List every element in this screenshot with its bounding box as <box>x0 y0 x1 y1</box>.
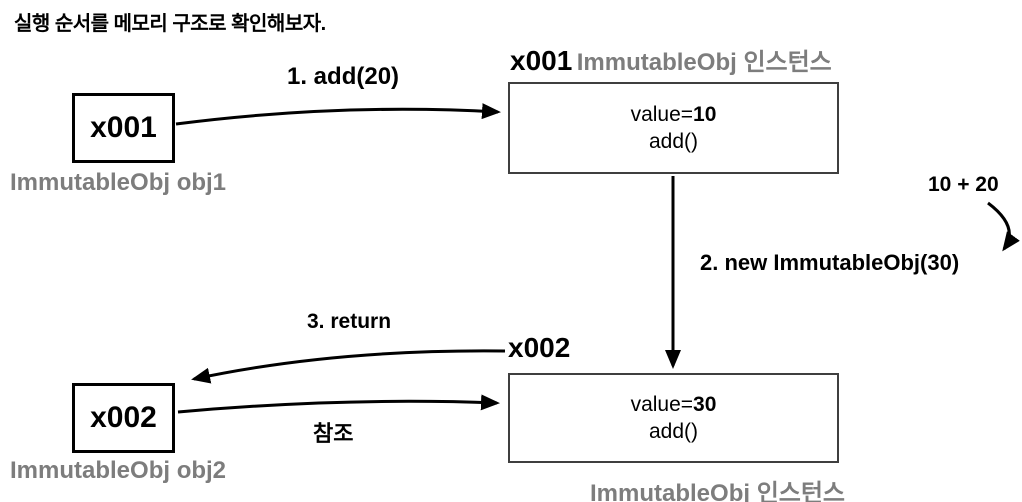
calc-label: 10 + 20 <box>928 173 999 196</box>
instance1-header-title: ImmutableObj 인스턴스 <box>576 49 832 76</box>
instance1-header-ref: x001 <box>510 45 573 76</box>
reference-box-obj1-label: x001 <box>90 111 157 144</box>
page-title: 실행 순서를 메모리 구조로 확인해보자. <box>14 13 326 35</box>
caption-obj1: ImmutableObj obj1 <box>10 169 227 196</box>
reference-label: 참조 <box>313 421 354 446</box>
instance2-method-line: add() <box>648 420 699 443</box>
instance-box-2: value=30 add() <box>508 373 839 463</box>
instance2-field-value: 30 <box>693 393 717 416</box>
calc-result-arrow <box>987 201 1020 252</box>
returned-reference-label: x002 <box>508 332 571 363</box>
instance1-method-line: add() <box>648 130 699 153</box>
instance1-header: x001 ImmutableObj 인스턴스 <box>510 42 832 77</box>
instance1-value-line: value=10 <box>631 101 717 128</box>
instance1-field-value: 10 <box>693 103 717 126</box>
step1-label: 1. add(20) <box>287 63 400 90</box>
step3-label: 3. return <box>307 310 392 333</box>
instance2-field-name: value= <box>630 393 694 416</box>
reference-arrow <box>177 394 500 414</box>
caption-obj2: ImmutableObj obj2 <box>10 457 227 484</box>
return-arrow <box>191 349 506 384</box>
instance-box-1: value=10 add() <box>508 82 839 174</box>
instance2-value-line: value=30 <box>631 391 717 418</box>
reference-box-obj2: x002 <box>72 383 175 453</box>
reference-box-obj2-label: x002 <box>90 401 157 434</box>
instance1-field-name: value= <box>630 103 694 126</box>
step2-label: 2. new ImmutableObj(30) <box>700 250 960 275</box>
add-call-arrow <box>175 103 501 126</box>
reference-box-obj1: x001 <box>72 93 175 163</box>
caption-instance2: ImmutableObj 인스턴스 <box>590 480 846 502</box>
